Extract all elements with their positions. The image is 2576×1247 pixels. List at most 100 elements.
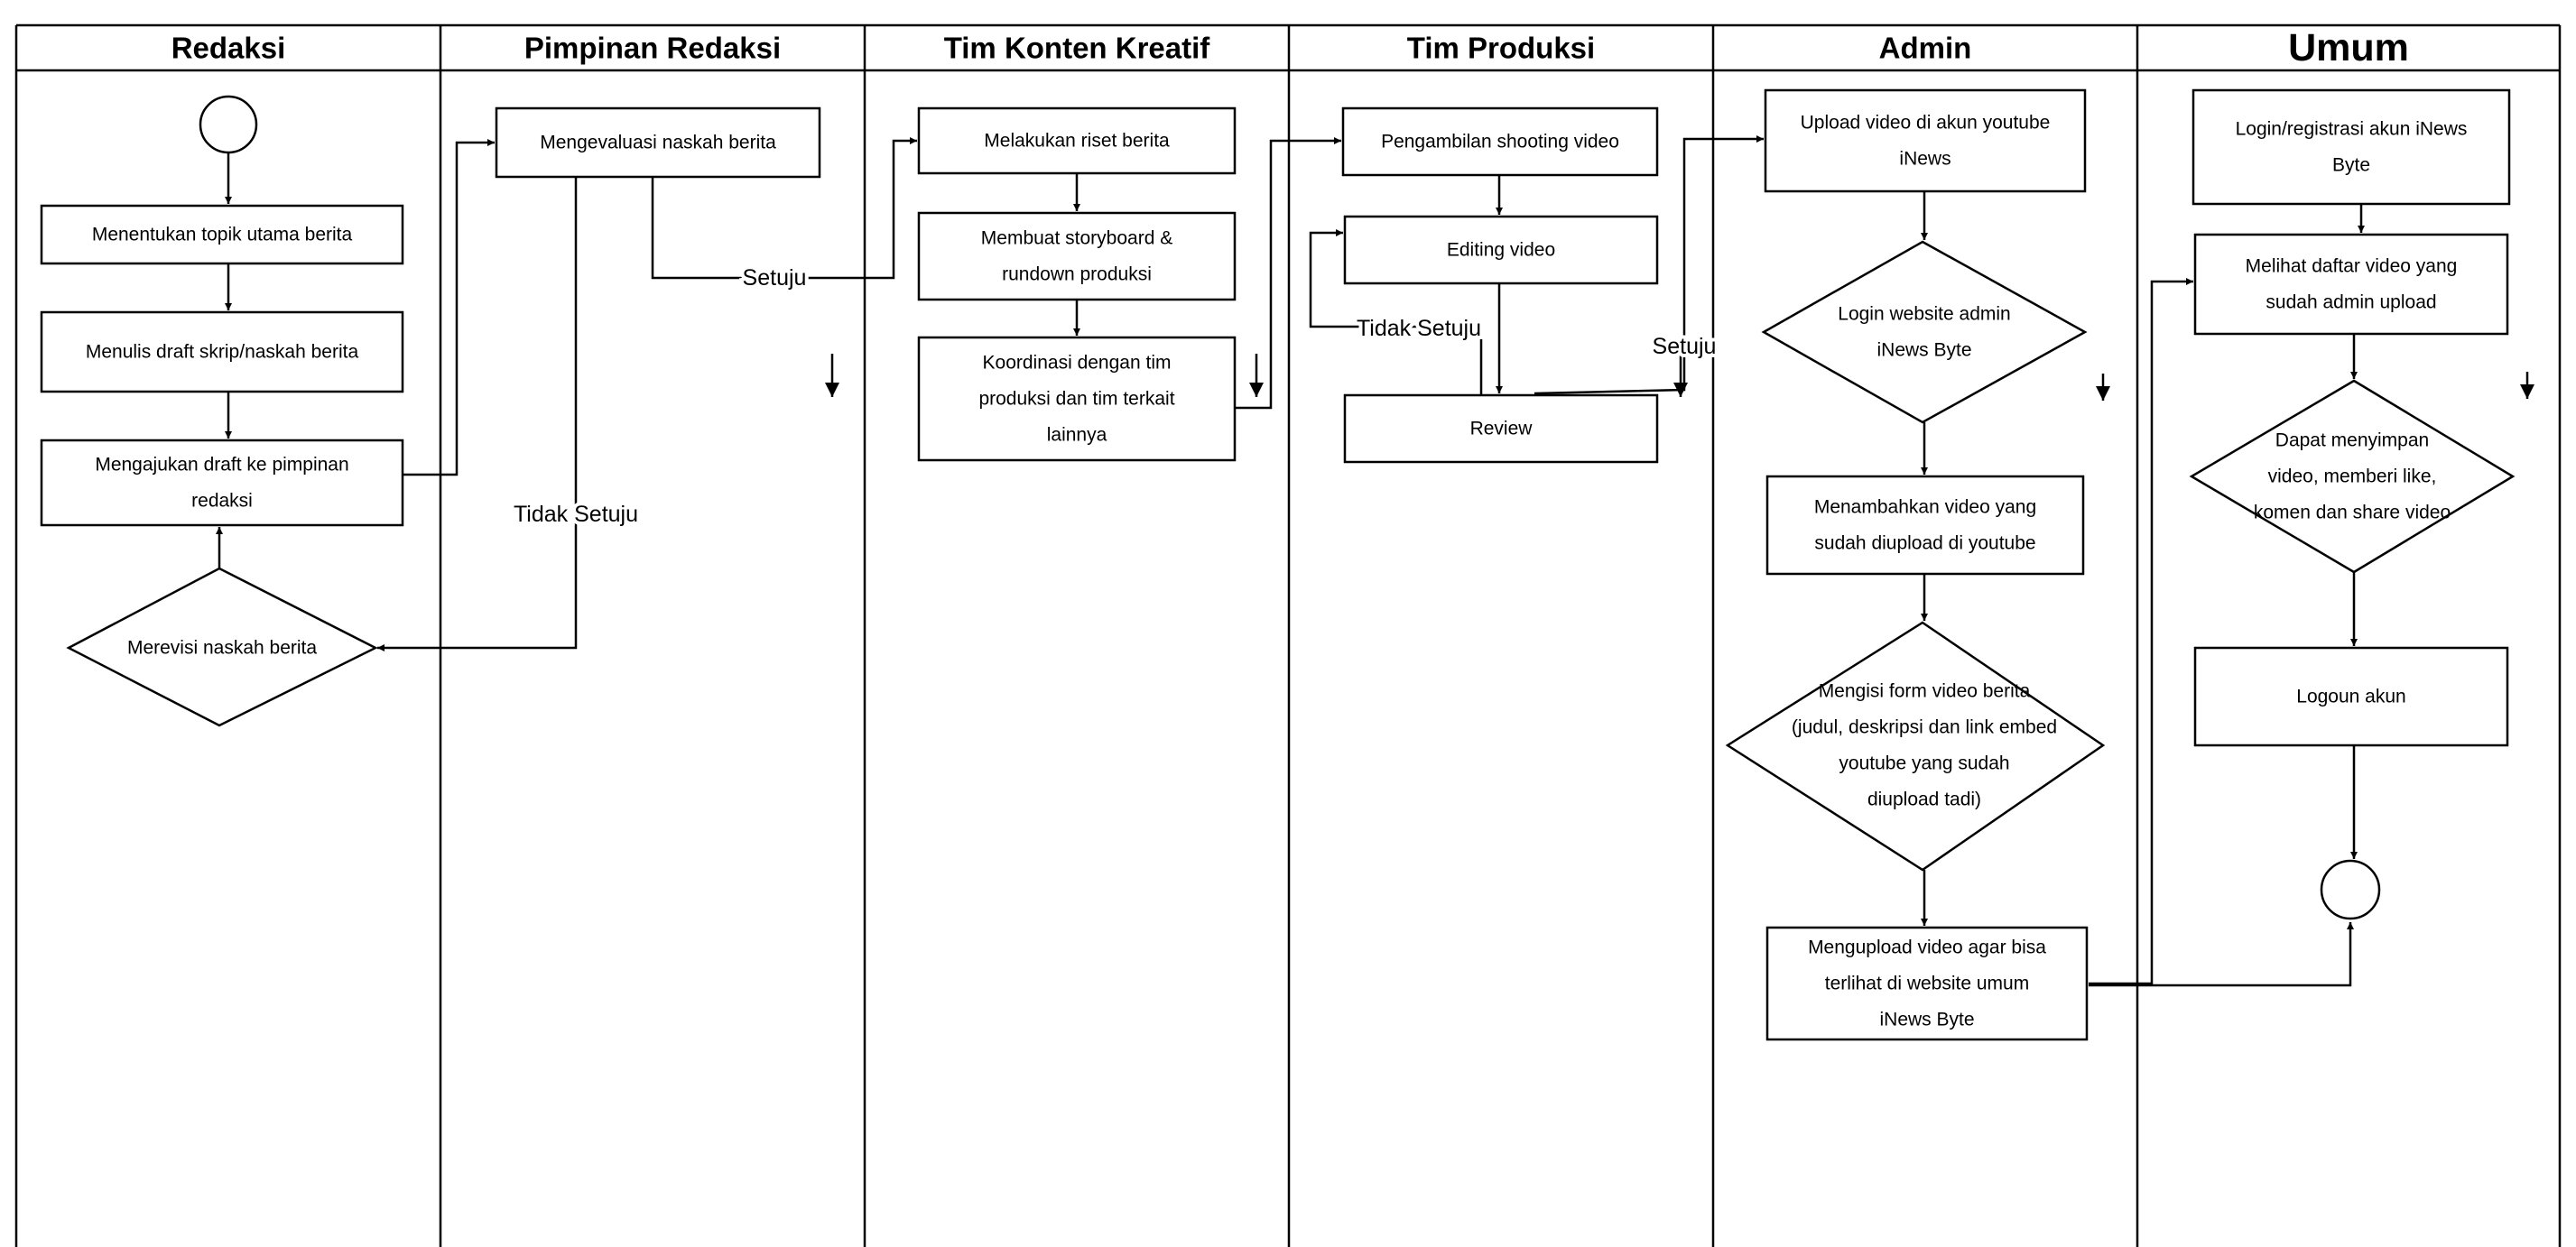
node-label-line: Editing video: [1447, 240, 1555, 261]
node-label-line: Menentukan topik utama berita: [92, 225, 353, 245]
edge-review-editing: [1309, 229, 1483, 395]
process-node: Review: [1343, 393, 1659, 464]
node-label: Melihat daftar video yang sudah admin upl…: [2246, 256, 2458, 313]
edges: [216, 135, 2365, 987]
process-node: Menentukan topik utama berita: [40, 204, 404, 265]
node-label: Menentukan topik utama berita: [92, 225, 353, 245]
edge-label-tidak-setuju: Tidak Setuju: [514, 502, 638, 527]
edge-label-tidak-setuju-review: Tidak Setuju: [1357, 316, 1481, 341]
node-label: Merevisi naskah berita: [127, 638, 317, 659]
node-label-line: sudah admin upload: [2266, 292, 2436, 313]
node-label: Upload video di akun youtube iNews: [1801, 113, 2051, 170]
node-label-line: Pengambilan shooting video: [1381, 132, 1619, 152]
process-node: Melihat daftar video yang sudah admin upl…: [2193, 233, 2509, 336]
node-label-line: Login website admin: [1838, 304, 2010, 325]
process-node: Mengevaluasi naskah berita: [495, 106, 821, 179]
lane-title-umum: Umum: [2288, 26, 2409, 69]
decision-node: Merevisi naskah berita: [66, 567, 378, 727]
node-label-line: lainnya: [1047, 425, 1107, 446]
node-label: Menambahkan video yang sudah diupload di …: [1814, 497, 2036, 554]
node-label-line: Upload video di akun youtube: [1801, 113, 2051, 134]
node-label-line: terlihat di website umum: [1825, 974, 2029, 994]
node-label-line: iNews: [1899, 149, 1951, 170]
decision-node: Mengisi form video berita (judul, deskrip…: [1725, 621, 2106, 872]
node-label-line: Merevisi naskah berita: [127, 638, 317, 659]
end-node: [2320, 859, 2381, 920]
process-node: Logoun akun: [2193, 646, 2509, 747]
node-label-line: video, memberi like,: [2268, 466, 2437, 487]
node-label-line: Menambahkan video yang: [1814, 497, 2036, 518]
node-label: Menulis draft skrip/naskah berita: [86, 342, 359, 363]
node-label-line: Logoun akun: [2296, 687, 2405, 707]
node-label-line: produksi dan tim terkait: [978, 389, 1174, 410]
node-label-line: Review: [1470, 419, 1534, 439]
node-label-line: Koordinasi dengan tim: [983, 353, 1172, 374]
node-label: Pengambilan shooting video: [1381, 132, 1619, 152]
node-label: Koordinasi dengan tim produksi dan tim te…: [978, 353, 1174, 446]
edge-review-upload-yt: [1534, 135, 1764, 395]
decision-node: Login website admin iNews Byte: [1761, 240, 2088, 424]
lane-title-pimpinan-redaksi: Pimpinan Redaksi: [524, 32, 781, 65]
lane-title-tim-produksi: Tim Produksi: [1407, 32, 1595, 65]
node-label: Mengisi form video berita (judul, deskrip…: [1792, 681, 2057, 810]
process-node: Editing video: [1343, 215, 1659, 285]
node-label: Mengupload video agar bisa terlihat di we…: [1808, 938, 2046, 1030]
node-label-line: Membuat storyboard &: [981, 228, 1172, 249]
node-label-line: rundown produksi: [1002, 264, 1152, 285]
process-node: Menulis draft skrip/naskah berita: [40, 310, 404, 393]
process-node: Mengajukan draft ke pimpinan redaksi: [40, 439, 404, 527]
process-node: Melakukan riset berita: [917, 106, 1237, 175]
node-label-line: Mengevaluasi naskah berita: [540, 133, 776, 153]
node-label: Review: [1470, 419, 1534, 439]
node-label-line: Byte: [2332, 155, 2370, 176]
node-label-line: Melihat daftar video yang: [2246, 256, 2458, 277]
node-label-line: Mengisi form video berita: [1819, 681, 2031, 702]
edge-evaluasi-riset: [651, 137, 917, 280]
edge-label-setuju-review: Setuju: [1653, 334, 1717, 359]
node-label-line: Dapat menyimpan: [2275, 430, 2429, 451]
node-label-line: redaksi: [191, 491, 253, 512]
edge-upload-web-daftar: [2089, 278, 2193, 985]
lane-title-redaksi: Redaksi: [171, 32, 286, 65]
decision-node: Dapat menyimpan video, memberi like, komen…: [2189, 379, 2516, 574]
node-label-line: komen dan share video: [2254, 503, 2451, 523]
edge-label-setuju: Setuju: [743, 265, 807, 291]
node-label-line: Menulis draft skrip/naskah berita: [86, 342, 359, 363]
node-label-line: sudah diupload di youtube: [1814, 533, 2035, 554]
node-label-line: iNews Byte: [1879, 1010, 1974, 1030]
process-node: Koordinasi dengan tim produksi dan tim te…: [917, 336, 1237, 462]
nodes: Menentukan topik utama berita Menulis dr…: [40, 88, 2516, 1041]
node-label: Mengevaluasi naskah berita: [540, 133, 776, 153]
node-label: Mengajukan draft ke pimpinan redaksi: [95, 455, 348, 512]
node-label: Login website admin iNews Byte: [1838, 304, 2010, 361]
node-label: Dapat menyimpan video, memberi like, komen…: [2254, 430, 2451, 523]
node-label: Melakukan riset berita: [984, 131, 1170, 152]
process-node: Mengupload video agar bisa terlihat di we…: [1765, 926, 2089, 1041]
node-label: Editing video: [1447, 240, 1555, 261]
node-label-line: Mengajukan draft ke pimpinan: [95, 455, 348, 476]
process-node: Pengambilan shooting video: [1341, 106, 1659, 177]
node-label-line: Login/registrasi akun iNews: [2236, 119, 2468, 140]
node-label-line: iNews Byte: [1876, 340, 1971, 361]
lane-title-admin: Admin: [1879, 32, 1972, 65]
lane-frame: [14, 23, 2562, 1247]
edge-koordinasi-shooting: [1235, 137, 1341, 410]
start-node: [199, 95, 258, 154]
process-node: Upload video di akun youtube iNews: [1764, 88, 2087, 193]
node-label-line: (judul, deskripsi dan link embed: [1792, 717, 2057, 738]
node-label: Logoun akun: [2296, 687, 2405, 707]
node-label: Membuat storyboard & rundown produksi: [981, 228, 1172, 285]
node-label-line: Melakukan riset berita: [984, 131, 1170, 152]
edge-ajukan-evaluasi: [403, 139, 495, 476]
lane-title-tim-konten-kreatif: Tim Konten Kreatif: [944, 32, 1211, 65]
process-node: Menambahkan video yang sudah diupload di …: [1765, 475, 2085, 576]
edge-evaluasi-revisi: [377, 177, 578, 651]
node-label-line: diupload tadi): [1867, 790, 1981, 810]
node-label-line: youtube yang sudah: [1839, 753, 2009, 774]
node-label-line: Mengupload video agar bisa: [1808, 938, 2046, 958]
process-node: Membuat storyboard & rundown produksi: [917, 211, 1237, 301]
flow-direction-arrows: [825, 354, 2534, 401]
